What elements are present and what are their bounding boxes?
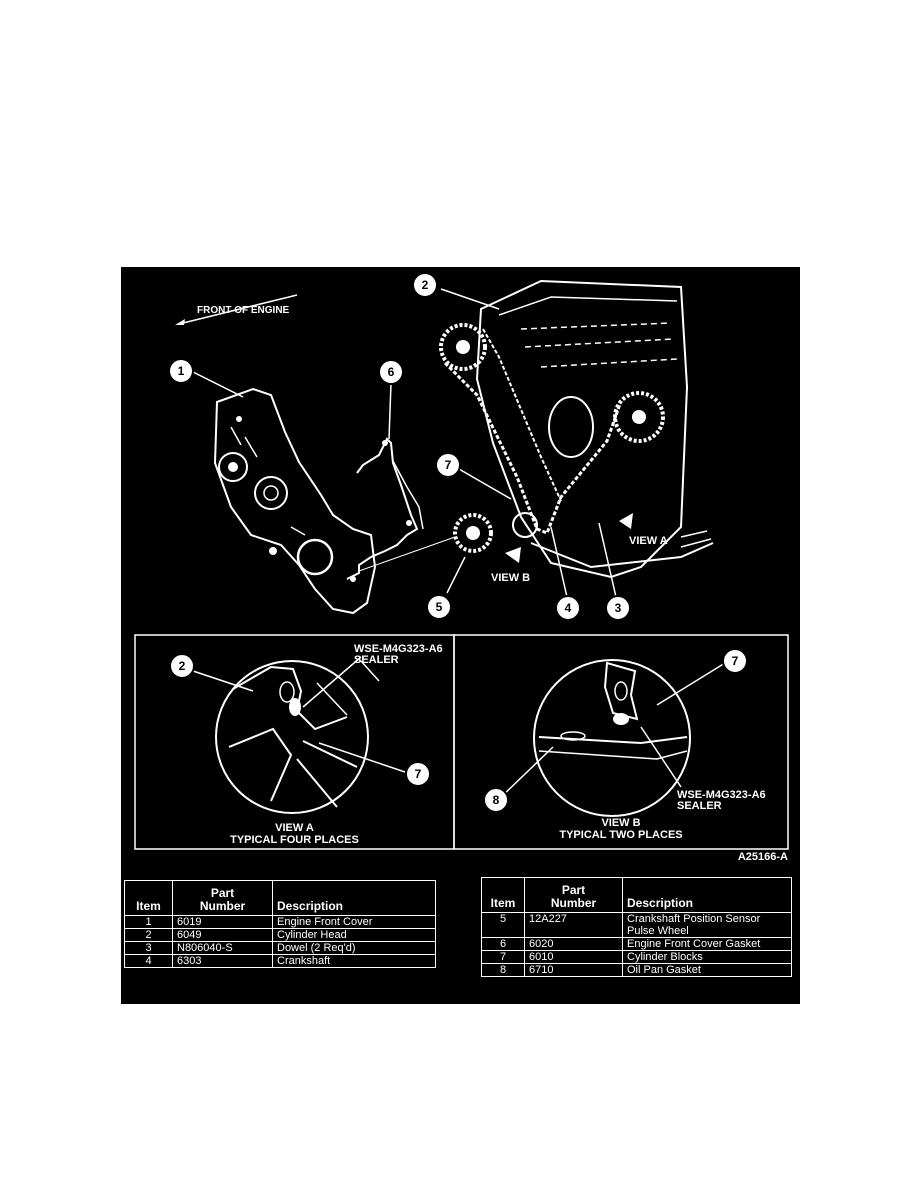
row-part-number: 12A227 [524, 912, 623, 938]
front-of-engine-label: FRONT OF ENGINE [197, 305, 290, 316]
row-description-line2: Pulse Wheel [627, 925, 689, 937]
view-a-caption-subtitle: TYPICAL FOUR PLACES [230, 834, 359, 846]
header-part-line1: Part [210, 886, 235, 900]
header-part-line1: Part [561, 883, 586, 897]
callout-7: 7 [435, 452, 461, 478]
callout-5: 5 [426, 594, 452, 620]
row-description: Engine Front Cover [272, 915, 436, 929]
view-a-sealer-label: SEALER [354, 654, 399, 666]
row-description: Oil Pan Gasket [622, 963, 792, 977]
view-a-caption-title: VIEW A [275, 822, 314, 834]
callout-3: 3 [605, 595, 631, 621]
header-description: Description [622, 877, 792, 913]
row-item: 6 [481, 937, 525, 951]
row-description: Cylinder Head [272, 928, 436, 942]
row-description: Crankshaft [272, 954, 436, 968]
callout-4: 4 [555, 595, 581, 621]
row-description: Engine Front Cover Gasket [622, 937, 792, 951]
table-row: 8 6710 Oil Pan Gasket [481, 963, 792, 977]
header-item: Item [481, 877, 525, 913]
view-a-callout-7: 7 [405, 761, 431, 787]
callout-2: 2 [412, 272, 438, 298]
view-a-arrow-label: VIEW A [629, 535, 668, 547]
row-part-number: 6010 [524, 950, 623, 964]
header-part-line2: Number [550, 896, 597, 910]
engine-exploded-view-drawing [134, 279, 789, 850]
header-item: Item [124, 880, 173, 916]
table-row: 2 6049 Cylinder Head [124, 928, 436, 942]
view-b-callout-8: 8 [483, 787, 509, 813]
view-b-callout-7: 7 [722, 648, 748, 674]
view-b-sealer-label: SEALER [677, 800, 722, 812]
row-description-line1: Crankshaft Position Sensor [627, 913, 761, 925]
diagram-panel: FRONT OF ENGINE 2 1 6 7 5 4 3 VIEW B VIE… [121, 267, 800, 1004]
table-row: 4 6303 Crankshaft [124, 954, 436, 968]
row-item: 1 [124, 915, 173, 929]
table-row: 6 6020 Engine Front Cover Gasket [481, 937, 792, 951]
row-description: Cylinder Blocks [622, 950, 792, 964]
callout-6: 6 [378, 359, 404, 385]
row-part-number: N806040-S [172, 941, 273, 955]
view-b-sealer-part: WSE-M4G323-A6 [677, 789, 766, 801]
row-item: 5 [481, 912, 525, 938]
row-item: 7 [481, 950, 525, 964]
row-item: 2 [124, 928, 173, 942]
header-part-line2: Number [199, 899, 246, 913]
row-item: 4 [124, 954, 173, 968]
row-part-number: 6020 [524, 937, 623, 951]
row-description: Dowel (2 Req'd) [272, 941, 436, 955]
row-item: 3 [124, 941, 173, 955]
view-a-callout-2: 2 [169, 653, 195, 679]
view-a-sealer-part: WSE-M4G323-A6 [354, 643, 443, 655]
table-row: 3 N806040-S Dowel (2 Req'd) [124, 941, 436, 955]
figure-id: A25166-A [737, 851, 788, 863]
table-row: 1 6019 Engine Front Cover [124, 915, 436, 929]
header-description: Description [272, 880, 436, 916]
row-part-number: 6303 [172, 954, 273, 968]
row-item: 8 [481, 963, 525, 977]
table-row: 7 6010 Cylinder Blocks [481, 950, 792, 964]
row-part-number: 6710 [524, 963, 623, 977]
row-part-number: 6049 [172, 928, 273, 942]
view-b-caption-title: VIEW B [601, 817, 641, 829]
view-b-caption-subtitle: TYPICAL TWO PLACES [559, 829, 683, 841]
callout-1: 1 [168, 358, 194, 384]
row-part-number: 6019 [172, 915, 273, 929]
view-b-arrow-label: VIEW B [491, 572, 531, 584]
